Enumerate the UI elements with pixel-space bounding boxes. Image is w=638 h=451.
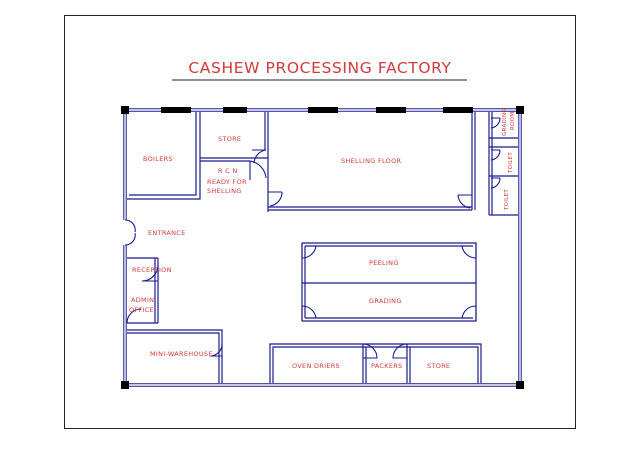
label-oven-driers: OVEN DRIERS (292, 362, 340, 370)
door-admin (126, 308, 142, 324)
exterior-walls (123, 108, 522, 387)
label-grading-room-1: GRADING (502, 108, 508, 136)
label-office: OFFICE (129, 306, 154, 314)
door-shelling-left (268, 191, 283, 207)
wall-posts (121, 106, 524, 389)
door-toilet-1 (490, 149, 501, 161)
label-reception: RECEPTION (132, 266, 172, 274)
door-mini-warehouse (209, 343, 223, 357)
label-mini-warehouse: MINI-WAREHOUSE (150, 350, 213, 358)
label-entrance: ENTRANCE (148, 229, 186, 237)
label-shelling: SHELLING (207, 187, 242, 195)
doors (124, 117, 501, 359)
door-toilet-2 (490, 177, 501, 189)
label-peeling: PEELING (369, 259, 399, 267)
door-grading-room (490, 117, 501, 129)
door-peeling-right (461, 243, 477, 259)
door-oven-driers (362, 343, 378, 359)
door-packers (392, 343, 408, 359)
plan-title: CASHEW PROCESSING FACTORY (188, 59, 451, 77)
drawing-frame (64, 15, 576, 429)
door-grading-left (301, 305, 317, 321)
door-reception (141, 264, 159, 282)
door-shelling-right (457, 194, 472, 209)
interior-walls (127, 112, 518, 383)
label-packers: PACKERS (371, 362, 403, 370)
door-entrance (124, 219, 136, 246)
label-boilers: BOILERS (143, 155, 173, 163)
label-grading: GRADING (369, 297, 402, 305)
label-store-bottom: STORE (427, 362, 450, 370)
door-store (252, 149, 267, 164)
room-labels: BOILERS STORE R C N READY FOR SHELLING S… (129, 108, 516, 370)
label-store-top: STORE (218, 135, 241, 143)
label-grading-room-2: ROOM (510, 112, 516, 130)
door-grading-right (461, 305, 477, 321)
door-peeling-left (301, 243, 317, 259)
label-admin: ADMIN (131, 296, 154, 304)
label-toilet-2: TOILET (504, 189, 510, 211)
label-ready-for: READY FOR (207, 178, 247, 186)
label-shelling-floor: SHELLING FLOOR (341, 157, 402, 165)
door-rcn (249, 160, 267, 180)
label-toilet-1: TOILET (508, 152, 514, 174)
label-rcn: R C N (218, 167, 238, 175)
